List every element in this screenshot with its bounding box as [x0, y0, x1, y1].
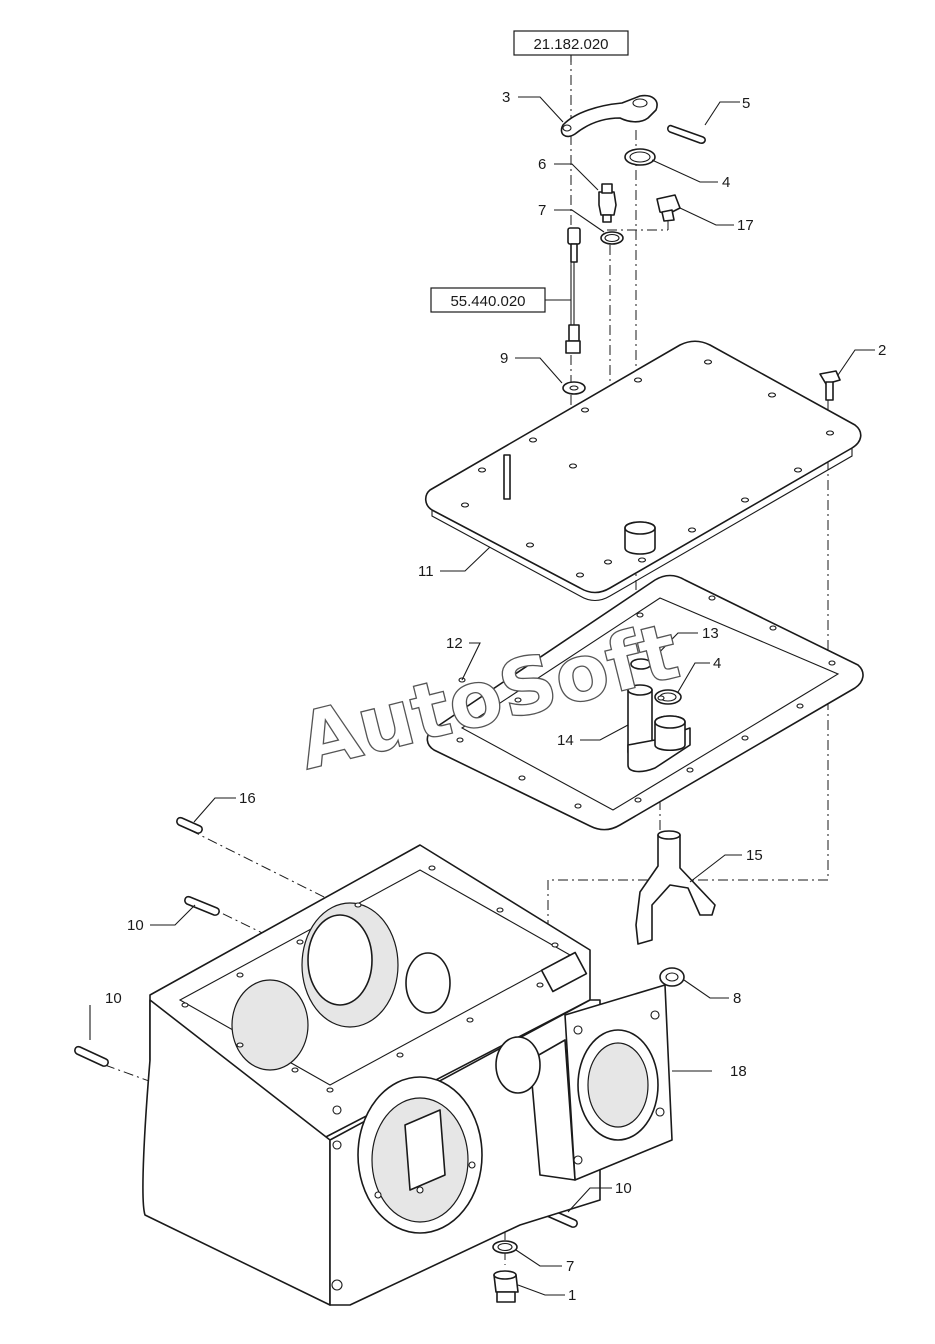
- gasket-bolt-holes: [456, 595, 836, 809]
- leader-lines: [89, 55, 875, 1296]
- callout-12: 12: [446, 635, 463, 652]
- callout-7-upper: 7: [538, 202, 546, 219]
- part-pin-5: [667, 124, 706, 144]
- part-stud-16: [176, 816, 203, 834]
- callout-13: 13: [702, 625, 719, 642]
- callout-11: 11: [418, 563, 434, 580]
- reference-label-top: 21.182.020: [533, 36, 608, 53]
- reference-label-sensor: 55.440.020: [450, 293, 525, 310]
- callout-3: 3: [502, 89, 510, 106]
- part-pin-10-left: [74, 1045, 109, 1067]
- callout-16: 16: [239, 790, 256, 807]
- part-bolt-2: [819, 370, 841, 401]
- part-shaft-14: [627, 684, 691, 773]
- part-switch: [598, 183, 617, 223]
- callout-9: 9: [500, 350, 508, 367]
- callout-4-top: 4: [722, 174, 730, 191]
- callout-4-lower: 4: [713, 655, 721, 672]
- part-oring-top: [624, 148, 656, 166]
- callout-10-lower: 10: [615, 1180, 632, 1197]
- part-cover-plate: [424, 340, 862, 602]
- cover-bolt-holes: [460, 359, 835, 578]
- part-oring-7-lower: [492, 1240, 518, 1254]
- callout-1: 1: [568, 1287, 576, 1304]
- callout-5: 5: [742, 95, 750, 112]
- housing-bolt-holes: [181, 865, 665, 1291]
- callout-10-left: 10: [105, 990, 122, 1007]
- part-washer-9: [562, 381, 586, 395]
- callout-7-lower: 7: [566, 1258, 574, 1275]
- callout-10-upper: 10: [127, 917, 144, 934]
- part-housing-18: [142, 844, 673, 1306]
- part-drain-plug-1: [493, 1270, 519, 1303]
- part-oring-13: [630, 658, 652, 670]
- reference-box-top: 21.182.020: [513, 30, 629, 56]
- part-lever: [560, 94, 658, 138]
- callout-numbers: 3 5 4 6 7 17 9 2 11 12 13 4 14 15 16 10 …: [105, 89, 886, 1304]
- part-oring-7-upper: [600, 231, 624, 245]
- part-plug-17: [656, 194, 681, 222]
- part-pin-10-upper: [184, 895, 220, 916]
- callout-2: 2: [878, 342, 886, 359]
- callout-17: 17: [737, 217, 754, 234]
- part-plug-8: [659, 967, 685, 987]
- callout-6: 6: [538, 156, 546, 173]
- part-sensor-cable: [565, 227, 581, 354]
- callout-15: 15: [746, 847, 763, 864]
- callout-18: 18: [730, 1063, 747, 1080]
- callout-14: 14: [557, 732, 574, 749]
- callout-8: 8: [733, 990, 741, 1007]
- part-fork-15: [635, 830, 716, 945]
- reference-box-sensor: 55.440.020: [430, 287, 571, 313]
